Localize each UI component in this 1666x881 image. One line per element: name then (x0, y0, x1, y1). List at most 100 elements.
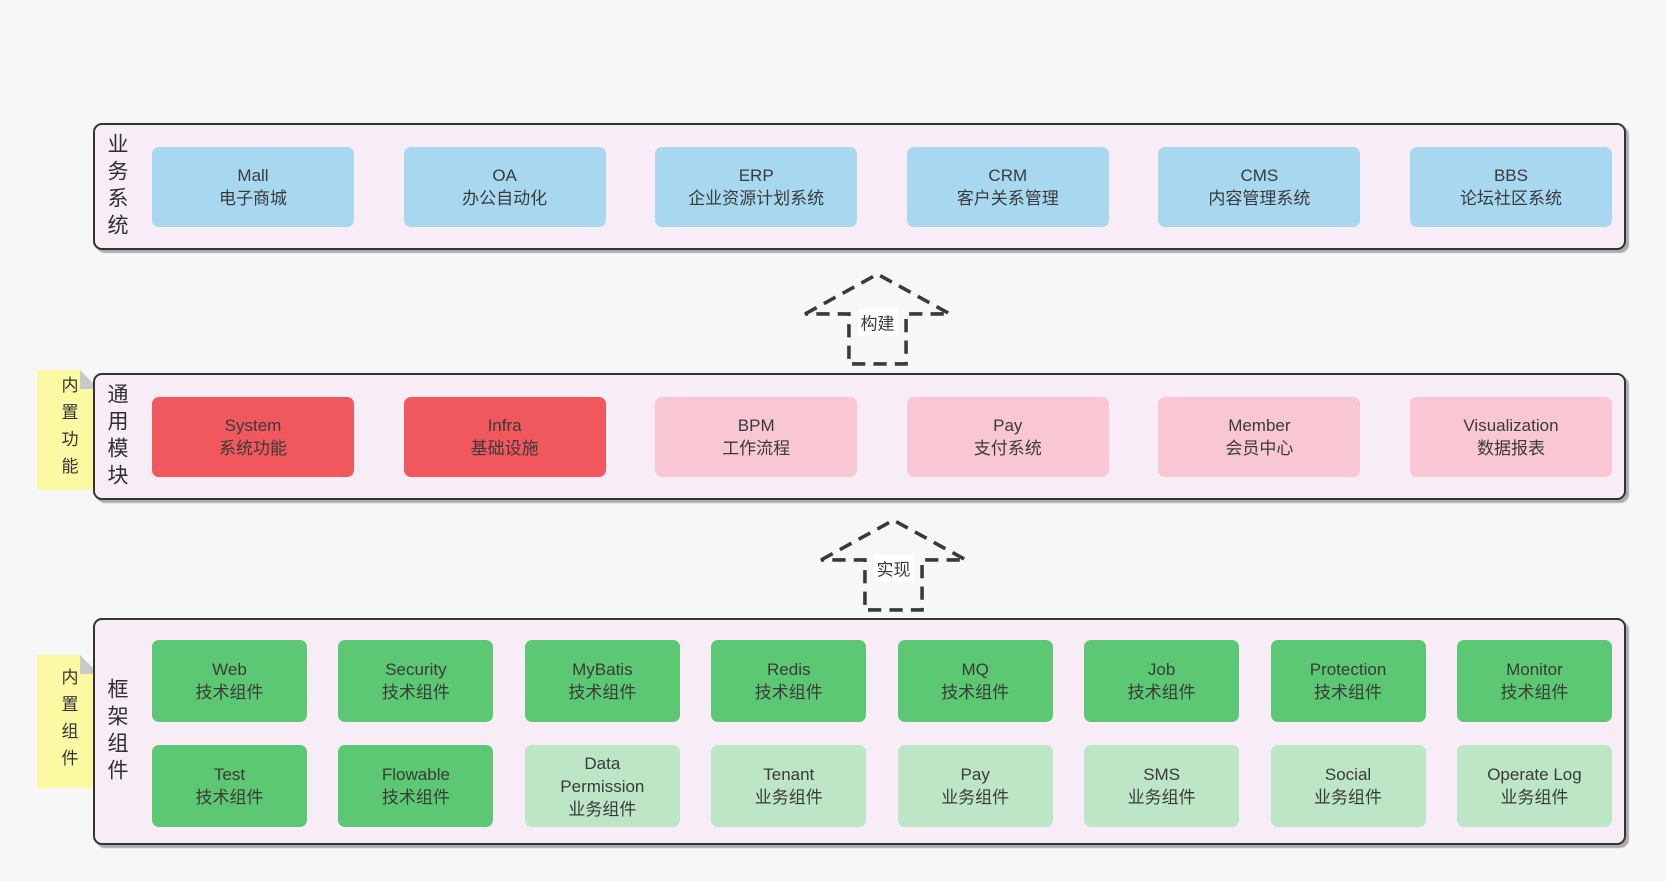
dashed-up-arrow-icon (804, 272, 951, 366)
node-subtitle: 技术组件 (568, 683, 637, 702)
node-social: Social 业务组件 (1270, 745, 1426, 827)
node-cms: CMS 内容管理系统 (1158, 146, 1361, 227)
node-subtitle: 电子商城 (219, 188, 287, 208)
node-title: Protection (1309, 660, 1387, 679)
node-title: OA (492, 165, 517, 185)
business-box-row: Mall 电子商城 OA 办公自动化 ERP 企业资源计划系统 CRM 客户关系… (152, 146, 1612, 227)
node-subtitle: 技术组件 (195, 788, 264, 807)
node-title: SMS (1143, 765, 1181, 784)
node-subtitle: 业务组件 (941, 788, 1010, 807)
sticky-note-built-in-components: 内置组件 (37, 655, 99, 788)
node-bbs: BBS 论坛社区系统 (1409, 146, 1612, 227)
node-subtitle: 技术组件 (195, 683, 264, 702)
node-title: ERP (738, 165, 774, 185)
sticky-note-text: 内置组件 (58, 667, 78, 776)
node-title: Tenant (763, 765, 815, 784)
node-crm: CRM 客户关系管理 (906, 146, 1109, 227)
section-business-systems: 业务系统 Mall 电子商城 OA 办公自动化 ERP 企业资源计划系统 CRM… (93, 123, 1626, 250)
node-subtitle: 技术组件 (381, 788, 450, 807)
node-subtitle: 技术组件 (1500, 683, 1569, 702)
node-title: Operate Log (1487, 765, 1582, 784)
sticky-note-text: 内置功能 (58, 376, 78, 484)
section-common-modules: 通用模块 System 系统功能 Infra 基础设施 BPM 工作流程 Pay… (93, 373, 1626, 500)
node-subtitle: 技术组件 (1314, 683, 1383, 702)
node-subtitle: 业务组件 (568, 799, 637, 819)
node-monitor: Monitor 技术组件 (1456, 640, 1612, 722)
node-mq: MQ 技术组件 (897, 640, 1053, 722)
arrow-implement: 实现 (816, 512, 971, 614)
node-oa: OA 办公自动化 (403, 146, 606, 227)
node-title: CMS (1240, 165, 1279, 185)
node-title: Infra (487, 415, 522, 435)
node-subtitle: 工作流程 (722, 438, 791, 458)
node-subtitle: 系统功能 (219, 438, 287, 458)
node-pay-module: Pay 支付系统 (906, 396, 1109, 477)
section-framework-components: 框架组件 Web 技术组件 Security 技术组件 MyBatis 技术组件… (93, 618, 1626, 845)
sticky-note-built-in-features: 内置功能 (37, 370, 99, 490)
node-title: MyBatis (572, 660, 633, 679)
node-bpm: BPM 工作流程 (655, 396, 858, 477)
section-label: 框架组件 (105, 677, 128, 786)
node-title: Monitor (1506, 660, 1563, 679)
node-subtitle: 办公自动化 (462, 188, 548, 208)
node-operate-log: Operate Log 业务组件 (1456, 745, 1612, 827)
node-subtitle: 基础设施 (470, 438, 539, 458)
node-subtitle: 业务组件 (1314, 788, 1383, 807)
node-pay-component: Pay 业务组件 (897, 745, 1053, 827)
node-flowable: Flowable 技术组件 (338, 745, 494, 827)
section-label: 通用模块 (105, 382, 128, 491)
node-mybatis: MyBatis 技术组件 (524, 640, 680, 722)
node-title: BBS (1493, 165, 1528, 185)
node-subtitle: 会员中心 (1225, 438, 1294, 458)
node-title: Pay (960, 765, 990, 784)
node-web: Web 技术组件 (152, 640, 307, 722)
modules-box-row: System 系统功能 Infra 基础设施 BPM 工作流程 Pay 支付系统… (152, 396, 1612, 477)
node-erp: ERP 企业资源计划系统 (655, 146, 858, 227)
node-title: System (224, 415, 282, 435)
node-member: Member 会员中心 (1158, 396, 1361, 477)
node-title: Member (1228, 415, 1291, 435)
node-data-permission: Data Permission 业务组件 (524, 745, 680, 827)
arrow-build: 构建 (800, 266, 955, 368)
components-box-row-2: Test 技术组件 Flowable 技术组件 Data Permission … (152, 745, 1612, 827)
arrow-label: 实现 (873, 554, 914, 582)
node-title: Visualization (1463, 415, 1559, 435)
node-infra: Infra 基础设施 (403, 396, 606, 477)
node-subtitle: 数据报表 (1476, 438, 1545, 458)
node-job: Job 技术组件 (1084, 640, 1240, 722)
node-title: BPM (737, 415, 775, 435)
section-label: 业务系统 (105, 132, 128, 241)
node-subtitle: 技术组件 (941, 683, 1010, 702)
node-title: Security (385, 660, 447, 679)
node-title: Data Permission (560, 753, 645, 796)
node-protection: Protection 技术组件 (1270, 640, 1426, 722)
node-subtitle: 技术组件 (381, 683, 450, 702)
node-title: MQ (961, 660, 989, 679)
node-redis: Redis 技术组件 (711, 640, 867, 722)
node-sms: SMS 业务组件 (1084, 745, 1240, 827)
node-mall: Mall 电子商城 (152, 146, 354, 227)
node-subtitle: 业务组件 (1500, 788, 1569, 807)
dashed-up-arrow-icon (820, 518, 967, 612)
node-subtitle: 客户关系管理 (956, 188, 1059, 208)
node-subtitle: 企业资源计划系统 (688, 188, 825, 208)
node-title: Pay (993, 415, 1023, 435)
node-tenant: Tenant 业务组件 (711, 745, 867, 827)
node-test: Test 技术组件 (152, 745, 307, 827)
node-subtitle: 业务组件 (754, 788, 823, 807)
node-subtitle: 技术组件 (754, 683, 823, 702)
node-system: System 系统功能 (152, 396, 354, 477)
node-visualization: Visualization 数据报表 (1409, 396, 1612, 477)
node-subtitle: 支付系统 (973, 438, 1042, 458)
node-subtitle: 内容管理系统 (1208, 188, 1311, 208)
node-security: Security 技术组件 (338, 640, 494, 722)
node-title: CRM (988, 165, 1028, 185)
node-title: Flowable (381, 765, 450, 784)
node-title: Redis (767, 660, 811, 679)
node-title: Test (213, 765, 246, 784)
node-title: Job (1147, 660, 1176, 679)
node-subtitle: 业务组件 (1127, 788, 1196, 807)
node-subtitle: 论坛社区系统 (1459, 188, 1562, 208)
arrow-label: 构建 (857, 308, 898, 336)
